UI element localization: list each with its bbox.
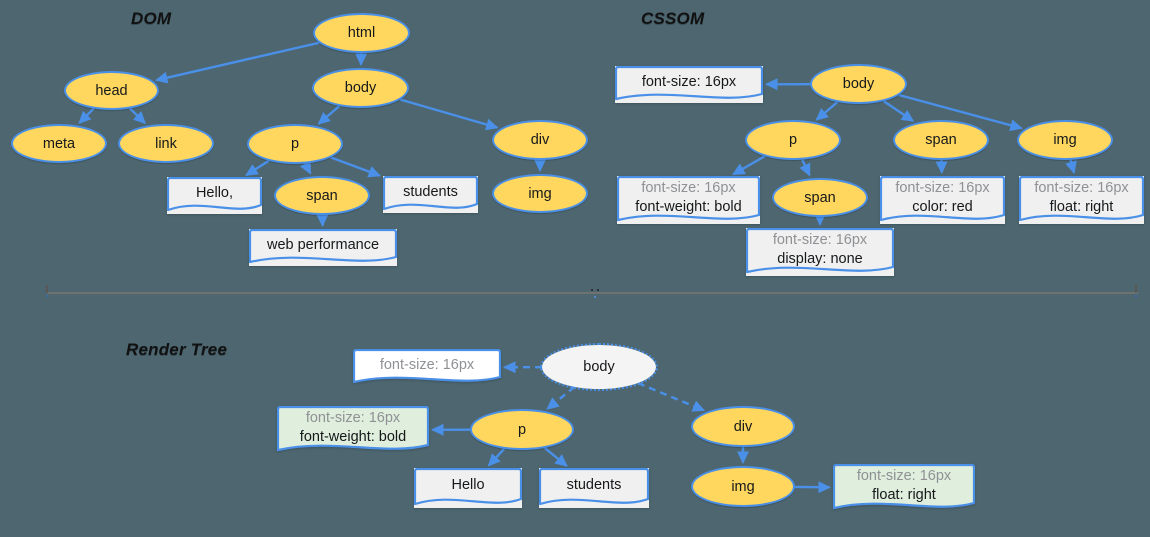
declaration: Hello, <box>195 184 234 201</box>
section-divider <box>45 285 1138 299</box>
edge-r_p-to-r_hello <box>487 447 506 467</box>
node-img[interactable]: img <box>691 466 795 507</box>
declaration-inherited: font-size: 16px <box>305 410 401 427</box>
node-html[interactable]: html <box>313 13 410 53</box>
edge-c_body-to-c_p <box>815 101 839 121</box>
section-title-dom: DOM <box>131 9 172 28</box>
node-label: body <box>842 76 875 92</box>
node-meta[interactable]: meta <box>11 124 107 163</box>
node-label: head <box>95 82 128 99</box>
box-students[interactable]: students <box>539 468 649 508</box>
node-label: img <box>1053 132 1077 148</box>
declaration-inherited: font-size: 16px <box>895 180 990 197</box>
node-div[interactable]: div <box>691 406 795 447</box>
declaration-inherited: font-size: 16px <box>641 180 736 197</box>
node-span[interactable]: span <box>893 120 989 160</box>
node-label: span <box>306 187 338 204</box>
node-link[interactable]: link <box>118 124 214 163</box>
section-title-cssom: CSSOM <box>641 9 705 28</box>
edge-c_body-to-c_span1 <box>883 100 915 122</box>
box-hello[interactable]: Hello <box>414 468 522 508</box>
node-p[interactable]: p <box>470 409 574 450</box>
declaration: font-size: 16px <box>641 73 737 90</box>
node-label: body <box>344 80 377 96</box>
node-label: p <box>290 136 300 152</box>
declaration: display: none <box>777 250 863 267</box>
declaration: Hello <box>451 477 485 494</box>
node-label: div <box>733 418 753 435</box>
declaration-inherited: font-size: 16px <box>1034 180 1129 197</box>
node-p[interactable]: p <box>745 120 841 160</box>
node-body[interactable]: body <box>312 68 409 108</box>
edge-c_img-to-c_imgbox <box>1065 159 1077 175</box>
node-span[interactable]: span <box>772 178 868 217</box>
declaration: students <box>566 477 622 494</box>
node-label: html <box>347 25 376 41</box>
declaration-inherited: font-size: 16px <box>379 356 475 373</box>
declaration: font-weight: bold <box>635 198 742 215</box>
declaration: students <box>403 183 458 200</box>
node-img[interactable]: img <box>492 174 588 213</box>
node-label: img <box>528 185 552 202</box>
declaration-inherited: font-size: 16px <box>772 232 868 249</box>
declaration: font-weight: bold <box>299 428 407 445</box>
node-head[interactable]: head <box>64 71 159 110</box>
edge-r_p-to-r_students <box>543 447 568 467</box>
edge-html-to-head <box>154 41 320 84</box>
declaration: color: red <box>912 198 973 215</box>
edge-body-to-div <box>399 98 499 131</box>
node-label: body <box>583 359 615 375</box>
box-font-size-16px[interactable]: font-size: 16px <box>353 349 501 386</box>
edge-p-to-hello <box>245 159 270 177</box>
node-label: p <box>517 421 527 438</box>
node-label: meta <box>42 135 76 152</box>
edge-r_body-to-r_p <box>546 385 576 410</box>
node-img[interactable]: img <box>1017 120 1113 160</box>
edge-head-to-meta <box>78 107 95 124</box>
node-div[interactable]: div <box>492 120 588 160</box>
box-web-performance[interactable]: web performance <box>249 229 397 266</box>
node-label: span <box>925 132 957 148</box>
edge-body-to-p <box>317 105 341 125</box>
declaration: float: right <box>1049 198 1114 215</box>
edge-c_p-to-c_pbox <box>732 155 766 176</box>
node-label: link <box>155 135 177 152</box>
node-label: span <box>804 189 836 206</box>
declaration: float: right <box>872 486 936 503</box>
node-body[interactable]: body <box>540 343 658 391</box>
section-title-render-tree: Render Tree <box>126 340 228 359</box>
node-label: div <box>530 132 550 148</box>
node-label: img <box>731 478 755 495</box>
node-body[interactable]: body <box>810 64 907 104</box>
edge-head-to-link <box>129 107 147 125</box>
box-students[interactable]: students <box>383 176 478 213</box>
edge-p-to-span <box>299 160 312 175</box>
box-hello[interactable]: Hello, <box>167 177 262 214</box>
node-label: p <box>788 132 798 148</box>
edge-r_body-to-r_div <box>637 381 706 412</box>
declaration-inherited: font-size: 16px <box>856 468 952 485</box>
edge-c_p-to-c_span2 <box>799 159 811 177</box>
declaration: web performance <box>266 236 380 253</box>
node-p[interactable]: p <box>247 124 343 164</box>
edge-p-to-students <box>330 156 382 178</box>
box-font-size-16px[interactable]: font-size: 16px <box>615 66 763 103</box>
node-span[interactable]: span <box>274 176 370 215</box>
